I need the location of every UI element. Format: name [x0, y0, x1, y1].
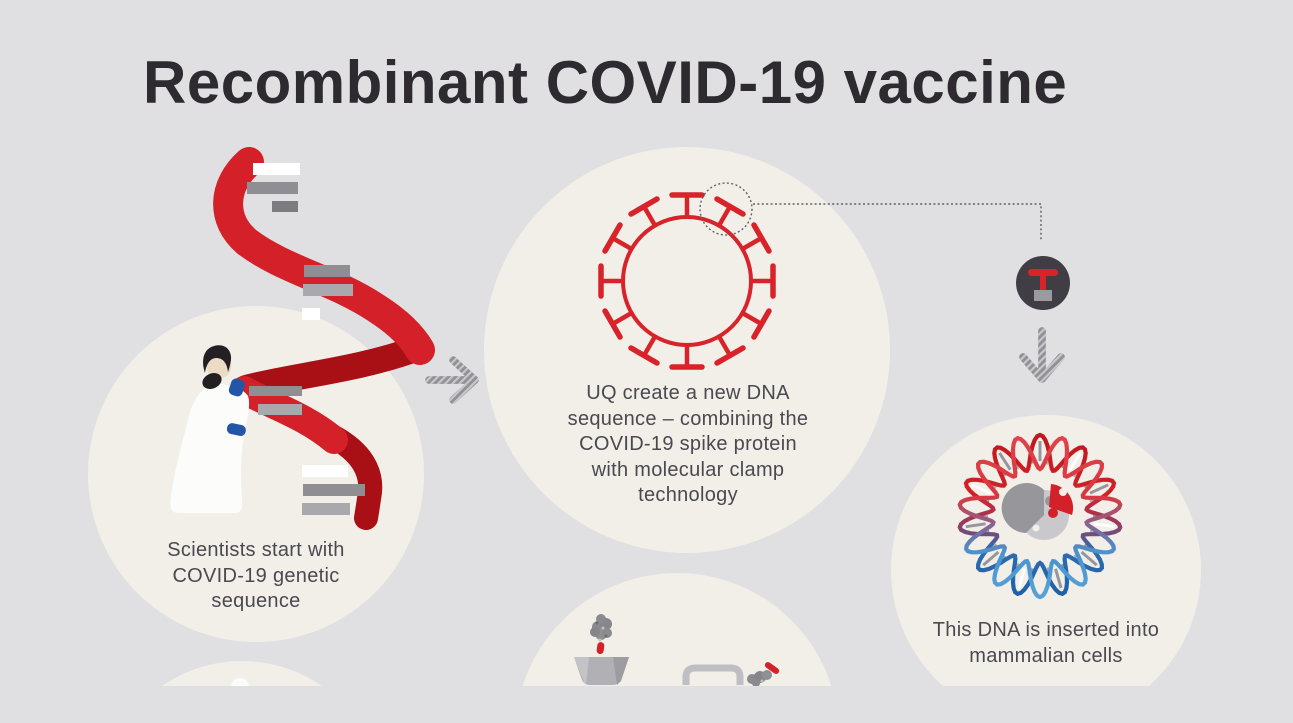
- handle: [682, 664, 744, 685]
- vessel-facet: [574, 657, 589, 685]
- genetic-sequence-bars: [247, 163, 365, 515]
- sequence-bar: [272, 201, 298, 212]
- glove: [226, 423, 246, 437]
- spike-stem: [1040, 274, 1046, 292]
- puzzle-piece-red: [1049, 484, 1074, 515]
- glove: [228, 378, 245, 397]
- sequence-bar: [253, 163, 300, 175]
- dna-strand: [957, 435, 1123, 600]
- beard: [202, 372, 222, 390]
- base-pair-tick: [971, 483, 991, 495]
- vessel-facet: [613, 657, 629, 685]
- sequence-bar: [304, 265, 350, 277]
- base-pair-tick: [1017, 568, 1026, 589]
- lab-equipment-icon: [574, 614, 780, 687]
- base-pair-tick: [1068, 452, 1082, 471]
- sequence-bar: [302, 503, 350, 515]
- dotted-connector-line: [753, 203, 1042, 240]
- puzzle-knob: [1048, 508, 1058, 518]
- spike-protein-clamp-icon: [1016, 256, 1070, 310]
- plasmid-dna-ring-icon: [957, 432, 1123, 600]
- lab-coat: [170, 384, 250, 513]
- sequence-bar: [303, 484, 365, 496]
- base-pair-tick: [1089, 483, 1109, 495]
- bottom-crop-band: [0, 686, 1293, 723]
- molecular-clamp: [1034, 290, 1052, 301]
- sequence-bar: [303, 284, 353, 296]
- puzzle-icon: [1001, 483, 1074, 540]
- sequence-bar: [302, 308, 320, 320]
- base-pair-tick: [998, 452, 1012, 471]
- protein-blob: [590, 614, 612, 655]
- base-pair-tick: [1094, 522, 1115, 529]
- step2-caption: UQ create a new DNA sequence – combining…: [567, 382, 809, 506]
- sequence-bar: [258, 404, 302, 415]
- spike-cap: [1028, 269, 1058, 276]
- protein-blob-small: [747, 662, 780, 687]
- puzzle-notch: [1059, 488, 1067, 496]
- base-pair-tick: [1080, 550, 1098, 567]
- puzzle-piece-dark: [1001, 483, 1044, 533]
- scientist-icon: [170, 345, 250, 513]
- sequence-bar: [247, 182, 298, 194]
- step-circle-1: [88, 306, 424, 642]
- puzzle-notch: [1032, 524, 1040, 532]
- step1-caption: Scientists start with COVID-19 genetic s…: [167, 539, 345, 612]
- sequence-bar: [249, 386, 302, 396]
- dna-helix-icon: [213, 147, 435, 530]
- coronavirus-icon: [601, 195, 773, 367]
- base-pair-tick: [982, 550, 1000, 567]
- hair: [203, 345, 232, 373]
- arrow-down-icon: [1019, 327, 1065, 383]
- arrow-right-icon: [425, 356, 479, 404]
- page-title: Recombinant COVID-19 vaccine: [143, 49, 1068, 116]
- sequence-bar: [302, 465, 348, 477]
- base-pair-tick: [965, 522, 986, 529]
- step3-caption: This DNA is inserted into mammalian cell…: [932, 619, 1160, 667]
- dotted-circle-highlight: [699, 182, 753, 236]
- base-pair-tick: [1054, 568, 1063, 589]
